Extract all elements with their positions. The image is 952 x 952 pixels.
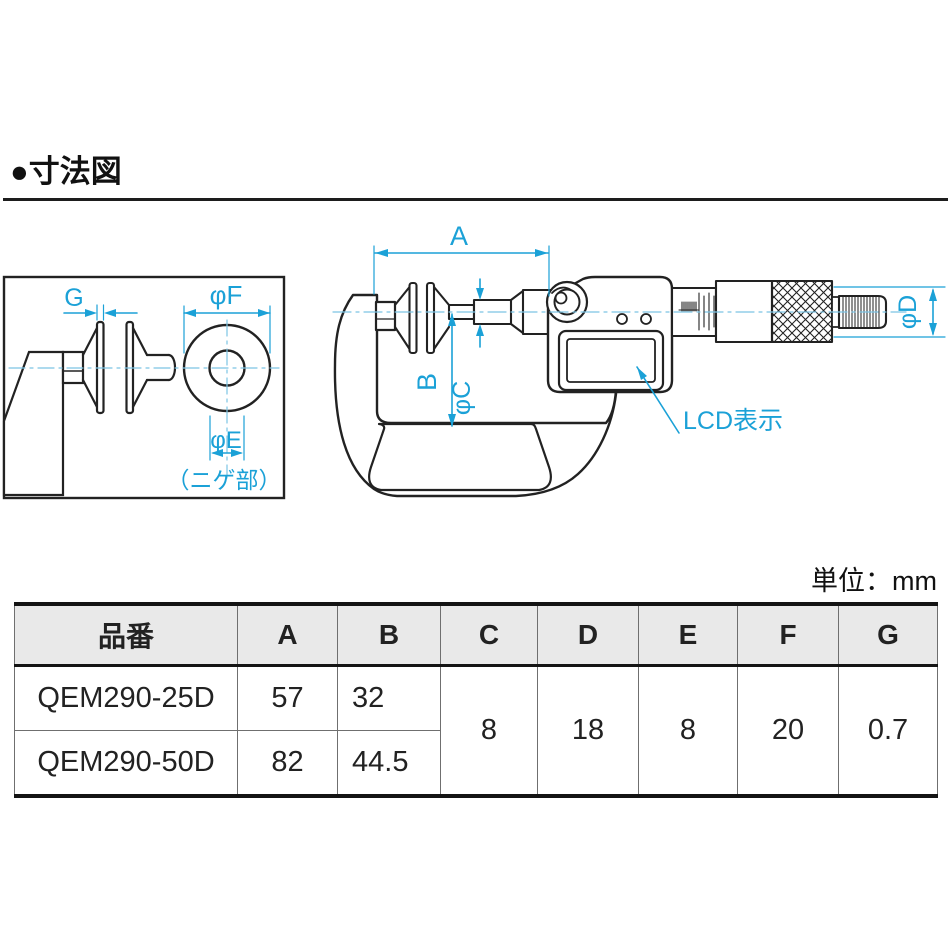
lcd-callout: LCD表示	[636, 366, 783, 435]
anvil-disc-side	[408, 281, 418, 355]
a-label: A	[450, 221, 468, 251]
phi-e-label: φE	[210, 427, 242, 454]
cell-d-shared: 18	[537, 665, 639, 796]
dimension-g: G	[63, 284, 138, 321]
spindle-lock	[545, 280, 589, 324]
table-row: QEM290-50D 82 44.5	[14, 730, 938, 796]
phi-c-label: φC	[448, 381, 476, 415]
anvil-stub-side	[374, 300, 397, 332]
cell-c-shared: 8	[440, 665, 538, 796]
side-view: A B φC φD LCD表示	[332, 221, 946, 498]
cell-part-no: QEM290-50D	[14, 730, 238, 796]
dimensions-table-wrap: 品番 A B C D E F G QEM290-25D 57 32 8 18 8…	[14, 602, 938, 798]
header-part-no: 品番	[14, 604, 238, 667]
header-d: D	[537, 604, 639, 667]
cell-e-shared: 8	[638, 665, 738, 796]
cell-a: 82	[237, 730, 338, 796]
header-a: A	[237, 604, 338, 667]
frame-arm	[2, 350, 65, 497]
cell-part-no: QEM290-25D	[14, 665, 238, 731]
button-2	[640, 313, 652, 325]
header-b: B	[337, 604, 441, 667]
cell-b: 44.5	[337, 730, 441, 796]
b-label: B	[412, 373, 442, 391]
header-c: C	[440, 604, 538, 667]
cell-a: 57	[237, 665, 338, 731]
table-header-row: 品番 A B C D E F G	[14, 604, 938, 667]
page-title: ●寸法図	[10, 154, 122, 189]
cell-b: 32	[337, 665, 441, 731]
dimension-diagram: G φF φE （ニゲ部）	[2, 221, 946, 500]
spindle-cone	[131, 326, 149, 409]
unit-label: 単位：mm	[811, 566, 937, 596]
anvil-cone	[81, 326, 99, 409]
phi-f-label: φF	[210, 280, 243, 310]
spindle-shaft	[145, 353, 171, 382]
dimensions-table: 品番 A B C D E F G QEM290-25D 57 32 8 18 8…	[14, 602, 938, 798]
cell-f-shared: 20	[737, 665, 839, 796]
detail-view: G φF φE （ニゲ部）	[2, 275, 286, 500]
g-label: G	[64, 284, 83, 312]
table-row: QEM290-25D 57 32 8 18 8 20 0.7	[14, 665, 938, 796]
frame-recess	[368, 422, 552, 492]
lcd-label: LCD表示	[683, 407, 783, 435]
title-rule	[3, 198, 948, 201]
header-f: F	[737, 604, 839, 667]
button-1	[616, 313, 628, 325]
dimension-phi-f: φF	[183, 280, 271, 354]
header-e: E	[638, 604, 738, 667]
header-g: G	[838, 604, 938, 667]
relief-note: （ニゲ部）	[167, 467, 282, 493]
cell-g-shared: 0.7	[838, 665, 938, 796]
dimension-phi-c: φC	[448, 278, 484, 415]
dimension-phi-e: φE （ニゲ部）	[167, 415, 282, 493]
dimension-a: A	[373, 221, 550, 297]
spindle-disc-side	[425, 281, 436, 355]
lcd-screen	[566, 338, 656, 383]
dimension-b: B	[412, 313, 456, 427]
